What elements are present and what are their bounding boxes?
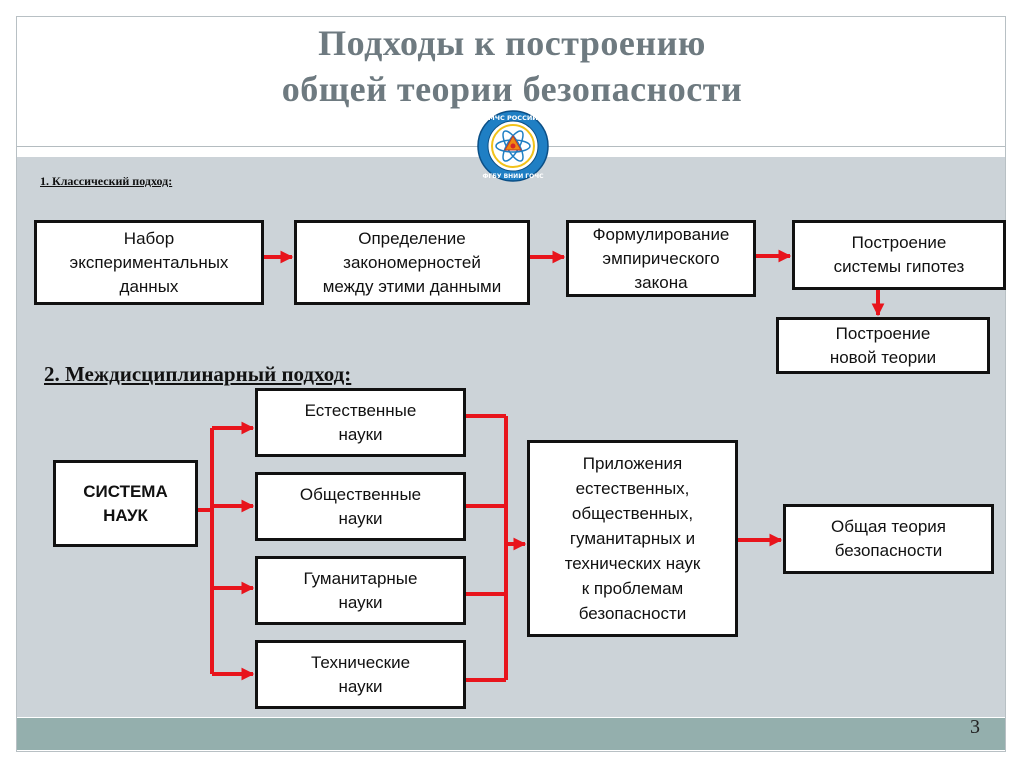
box-social-sciences: Общественные науки (255, 472, 466, 541)
box-science-system: СИСТЕМА НАУК (53, 460, 198, 547)
box-regularities: Определение закономерностей между этими … (294, 220, 530, 305)
emblem-icon: МЧС РОССИИ ФГБУ ВНИИ ГОЧС (477, 110, 549, 182)
logo-bottom-text: ФГБУ ВНИИ ГОЧС (483, 173, 545, 180)
box-natural-sciences: Естественные науки (255, 388, 466, 457)
slide-frame (16, 16, 1006, 752)
section-1-label: 1. Классический подход: (40, 174, 173, 188)
title-line-1: Подходы к построению (318, 23, 706, 63)
page-number: 3 (970, 716, 980, 738)
box-general-theory: Общая теория безопасности (783, 504, 994, 574)
box-hypotheses: Построение системы гипотез (792, 220, 1006, 290)
footer-bar (17, 718, 1005, 750)
title-line-2: общей теории безопасности (281, 69, 743, 109)
box-empirical-law: Формулирование эмпирического закона (566, 220, 756, 297)
box-humanities: Гуманитарные науки (255, 556, 466, 625)
section-2-label: 2. Междисциплинарный подход: (44, 362, 352, 386)
box-applications: Приложения естественных, общественных, г… (527, 440, 738, 637)
box-technical-sciences: Технические науки (255, 640, 466, 709)
box-experimental-data: Набор экспериментальных данных (34, 220, 264, 305)
box-new-theory: Построение новой теории (776, 317, 990, 374)
logo-top-text: МЧС РОССИИ (488, 114, 537, 122)
